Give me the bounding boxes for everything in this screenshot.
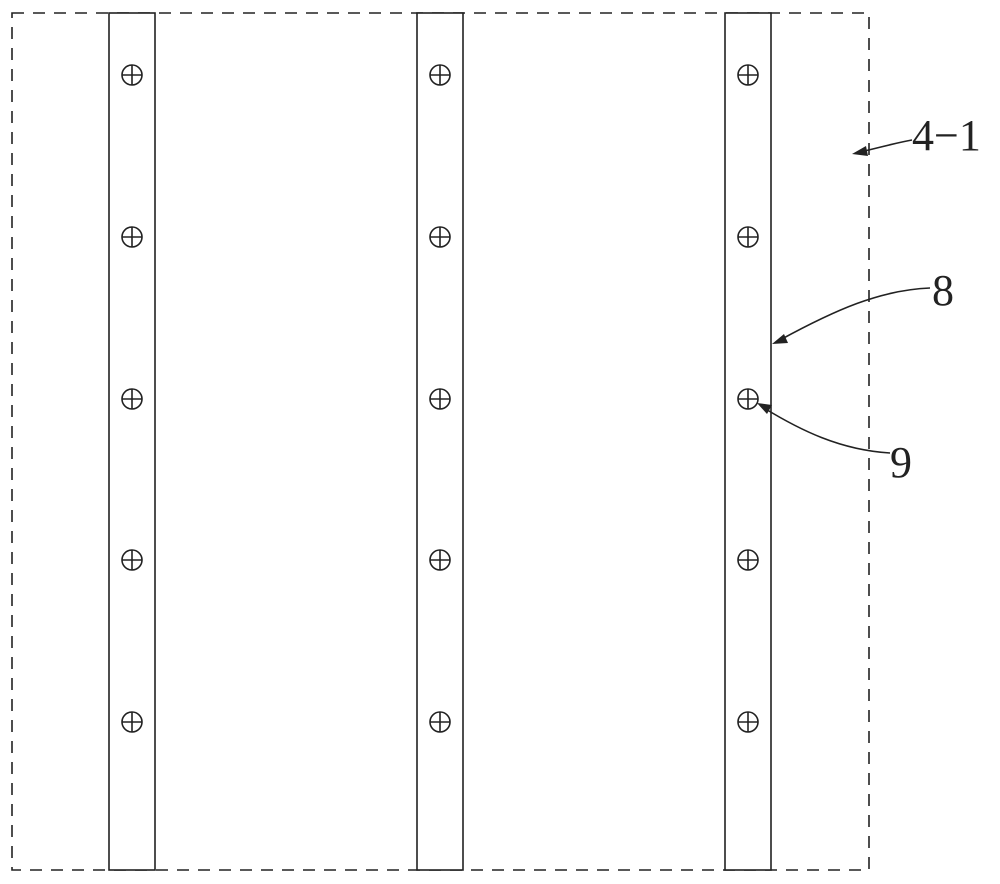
screw-icon (429, 711, 451, 733)
label-panel: 4−1 (912, 111, 981, 160)
leader-screw (757, 403, 891, 454)
screw-icon (429, 388, 451, 410)
screw-icon (737, 226, 759, 248)
strip-1 (108, 12, 156, 871)
screw-icon (121, 388, 143, 410)
screw-icon (121, 549, 143, 571)
screw-icon (429, 64, 451, 86)
strip-body (724, 12, 772, 871)
arrowhead-icon (757, 403, 772, 414)
screw-icon (429, 226, 451, 248)
strip-2 (416, 12, 464, 871)
leader-panel (852, 139, 913, 156)
strip-3 (724, 12, 772, 871)
screw-icon (737, 388, 759, 410)
screw-icon (121, 64, 143, 86)
arrowhead-icon (772, 334, 788, 344)
screw-icon (737, 549, 759, 571)
screw-icon (737, 711, 759, 733)
label-screw: 9 (890, 438, 912, 487)
leader-strip (772, 287, 931, 344)
screw-icon (429, 549, 451, 571)
screw-icon (121, 226, 143, 248)
label-strip: 8 (932, 266, 954, 315)
screw-icon (737, 64, 759, 86)
arrowhead-icon (852, 146, 868, 156)
strip-body (416, 12, 464, 871)
strip-body (108, 12, 156, 871)
screw-icon (121, 711, 143, 733)
